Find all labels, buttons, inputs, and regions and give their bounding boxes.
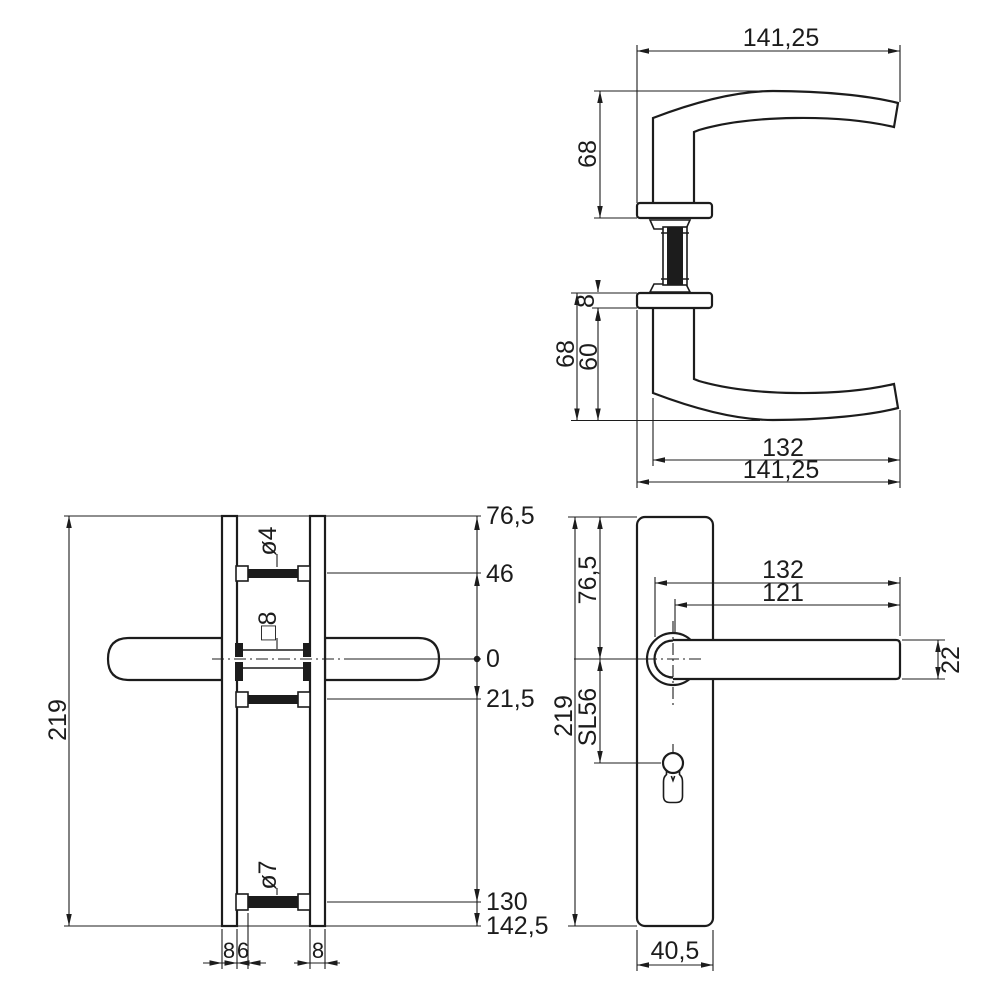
mid-fixing-bolt bbox=[235, 691, 311, 708]
dim-label-total-width-top: 141,25 bbox=[743, 24, 819, 52]
side-view-dimension-lines bbox=[574, 48, 900, 485]
dim-label-pos-76: 76,5 bbox=[486, 502, 535, 530]
section-ordinate-arrows bbox=[209, 517, 481, 966]
dim-label-grip-projection: 132 bbox=[762, 434, 804, 462]
dim-label-plate-thickness-left: 8 bbox=[223, 938, 235, 963]
rose-lower bbox=[635, 291, 714, 310]
dim-label-pos-130: 130 bbox=[486, 888, 528, 916]
spindle-bar bbox=[667, 227, 683, 285]
dim-label-sl-distance: SL56 bbox=[574, 688, 602, 746]
left-handle-grip bbox=[106, 636, 224, 682]
backplate-outline bbox=[635, 515, 715, 928]
view-lever-pair-side: 141,25 68 8 68 60 132 141,25 bbox=[552, 24, 901, 488]
view-backplate-front: 219 76,5 SL56 132 121 22 40,5 bbox=[550, 515, 965, 971]
dim-label-lower-height: 68 bbox=[552, 340, 580, 368]
front-dimension-lines bbox=[572, 517, 941, 968]
square-spindle bbox=[212, 643, 347, 681]
front-extension-lines bbox=[568, 516, 945, 971]
dim-label-total-width-bottom: 141,25 bbox=[743, 456, 819, 484]
dim-label-pos-142: 142,5 bbox=[486, 912, 549, 940]
side-view-extension-lines bbox=[571, 45, 901, 488]
dim-label-top-screw-dia: ø4 bbox=[254, 526, 282, 555]
dim-label-pos-46: 46 bbox=[486, 560, 514, 588]
dim-label-plate-thickness-right: 8 bbox=[312, 938, 324, 963]
view-backplate-section: 219 ø4 □8 ø7 76,5 46 0 21,5 130 142,5 8 … bbox=[44, 502, 549, 969]
keyhole bbox=[661, 751, 685, 804]
dim-label-plate-width: 40,5 bbox=[651, 937, 700, 965]
upper-lever-outline bbox=[651, 89, 900, 207]
section-extension-lines bbox=[64, 515, 481, 969]
dim-label-top-to-center: 76,5 bbox=[574, 556, 602, 605]
rose-upper bbox=[635, 201, 714, 220]
dim-label-grip-height: 22 bbox=[937, 646, 965, 674]
dim-label-rose-height: 8 bbox=[572, 294, 600, 308]
top-fixing-bolt bbox=[235, 565, 311, 582]
dim-label-grip-total: 132 bbox=[762, 556, 804, 584]
left-plate-edge bbox=[220, 514, 239, 928]
bottom-fixing-bolt bbox=[235, 893, 311, 911]
lower-lever-outline bbox=[651, 304, 900, 422]
dim-label-lower-neck-height: 60 bbox=[575, 343, 603, 371]
dim-label-sleeve-length: 6 bbox=[237, 938, 249, 963]
dim-label-grip-inner: 121 bbox=[762, 579, 804, 607]
dim-label-plate-length-section: 219 bbox=[44, 699, 72, 741]
dim-label-plate-length-front: 219 bbox=[550, 695, 578, 737]
dim-label-pos-0: 0 bbox=[486, 645, 500, 673]
dim-label-upper-height: 68 bbox=[574, 140, 602, 168]
handle-grip-front bbox=[673, 638, 902, 681]
dim-label-bottom-screw-dia: ø7 bbox=[254, 860, 282, 889]
dim-label-spindle-square: □8 bbox=[254, 611, 282, 640]
dim-label-pos-21: 21,5 bbox=[486, 685, 535, 713]
right-plate-edge bbox=[308, 514, 327, 928]
